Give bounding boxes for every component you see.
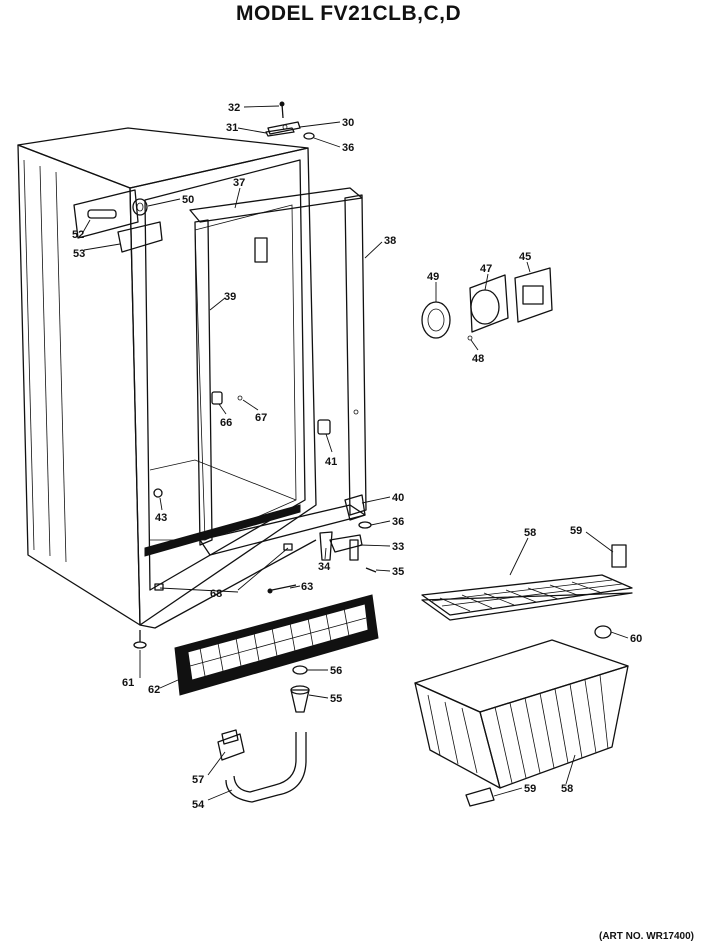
top-breaker-strip <box>189 187 363 223</box>
basket-clip <box>465 787 495 807</box>
kickplate-screw <box>267 584 297 594</box>
hinge-washer <box>303 132 315 140</box>
callout-58: 58 <box>561 783 573 795</box>
callout-38: 38 <box>384 235 396 247</box>
hinge-screw-lower <box>365 567 377 573</box>
callout-36-bottom: 36 <box>392 516 404 528</box>
callout-50: 53 <box>73 248 85 260</box>
bottom-hinge-washer <box>358 521 372 529</box>
thermostat <box>469 274 509 333</box>
callout-40: 40 <box>392 492 404 504</box>
bottom-hinge <box>329 534 363 561</box>
callout-39: 39 <box>224 291 236 303</box>
callout-49: 52 <box>72 229 84 241</box>
kickplate-clip <box>154 543 293 591</box>
callout-41: 41 <box>325 456 337 468</box>
shelf-support <box>611 544 627 568</box>
callout-labels: 32 31 30 36 37 50 52 53 38 39 49 47 45 4… <box>72 102 642 811</box>
shelf-bracket-plate <box>73 189 139 239</box>
callout-61: 61 <box>122 677 134 689</box>
hinge-pin <box>319 531 333 561</box>
art-number: (ART NO. WR17400) <box>598 931 694 942</box>
callout-67: 67 <box>255 412 267 424</box>
callout-56: 58 <box>524 527 536 539</box>
callout-37: 37 <box>233 177 245 189</box>
shelf-support-clip <box>117 221 163 253</box>
door-stop-knob <box>132 198 148 216</box>
kickplate-grille <box>174 594 379 696</box>
callout-34: 34 <box>318 561 331 573</box>
callout-60: 60 <box>630 633 642 645</box>
callout-66: 66 <box>220 417 232 429</box>
callout-36-top: 36 <box>342 142 354 154</box>
callout-31: 31 <box>226 122 238 134</box>
shelf-clip <box>211 391 223 405</box>
callout-68: 68 <box>210 588 222 600</box>
bottom-breaker-strip <box>199 494 366 556</box>
callout-57: 59 <box>570 525 582 537</box>
drain-fitting <box>153 488 163 498</box>
callout-45: 48 <box>472 353 484 365</box>
light-socket <box>317 419 331 435</box>
callout-43: 45 <box>519 251 531 263</box>
callout-30: 30 <box>342 117 354 129</box>
drain-tube <box>225 732 307 803</box>
callout-63: 63 <box>301 581 313 593</box>
callout-32: 32 <box>228 102 240 114</box>
callout-54: 56 <box>330 665 342 677</box>
clip-screw <box>237 395 243 401</box>
drain-trough <box>290 685 310 713</box>
thermostat-knob <box>421 301 451 339</box>
callout-42: 43 <box>155 512 167 524</box>
basket-stop <box>594 625 612 639</box>
thermostat-screw <box>467 335 473 341</box>
callout-48: 50 <box>182 194 194 206</box>
drain-tube-clamp <box>217 729 245 761</box>
callout-53: 55 <box>330 693 342 705</box>
callout-62: 62 <box>148 684 160 696</box>
top-hinge <box>267 121 301 135</box>
leader-lines <box>81 105 629 801</box>
wire-basket <box>414 639 629 789</box>
hinge-shim <box>265 127 295 137</box>
callout-35: 35 <box>392 566 404 578</box>
hinge-screw <box>279 101 285 119</box>
cabinet-shell <box>17 127 317 629</box>
right-breaker-strip <box>344 194 367 516</box>
callout-47: 49 <box>427 271 439 283</box>
callout-59: 59 <box>524 783 536 795</box>
callout-33: 33 <box>392 541 404 553</box>
callout-55: 57 <box>192 774 204 786</box>
light-switch <box>514 267 553 323</box>
callout-44: 47 <box>480 263 492 275</box>
diagram-title: MODEL FV21CLB,C,D <box>236 2 462 25</box>
callout-52: 54 <box>192 799 205 811</box>
left-breaker-strip <box>194 219 213 546</box>
leveling-leg <box>133 630 147 649</box>
drain-plug <box>292 665 308 675</box>
wire-shelf <box>421 574 633 621</box>
